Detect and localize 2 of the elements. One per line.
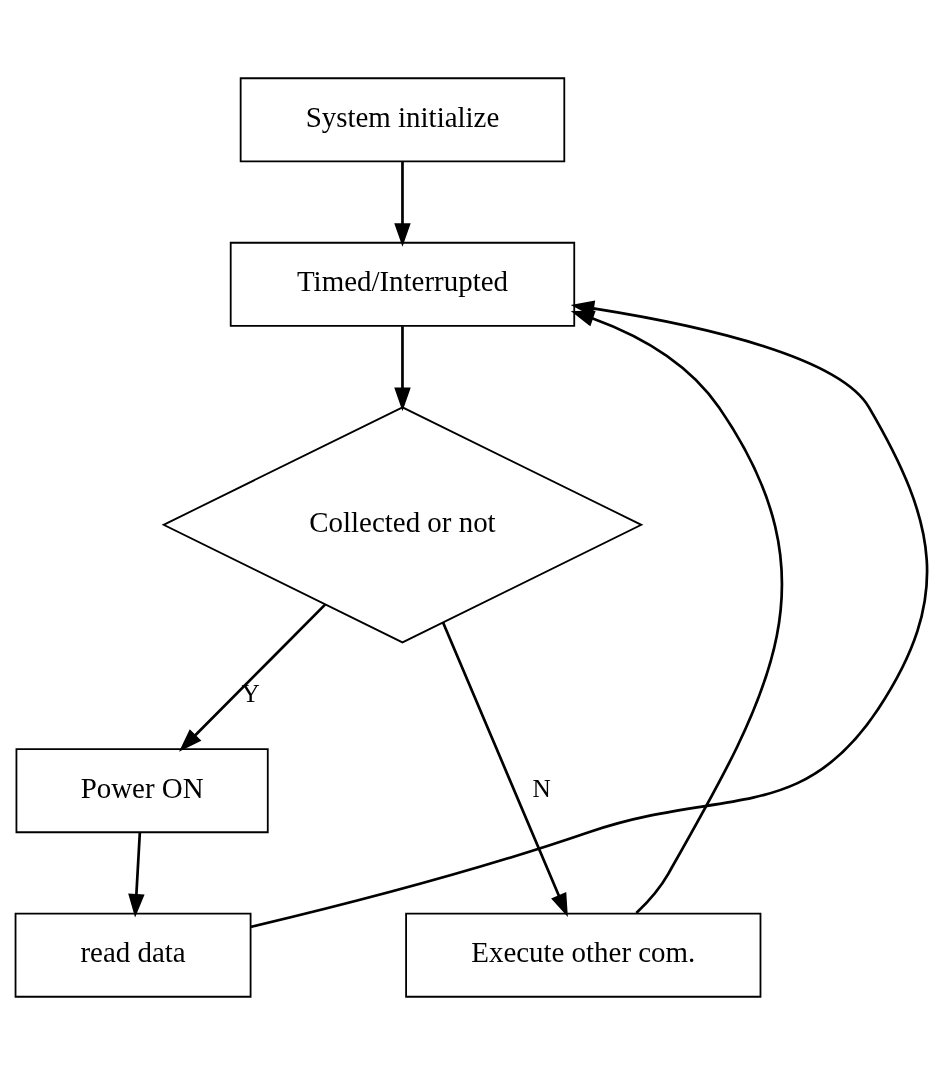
edge-label: N <box>532 774 551 803</box>
edge-label: Y <box>241 679 260 708</box>
